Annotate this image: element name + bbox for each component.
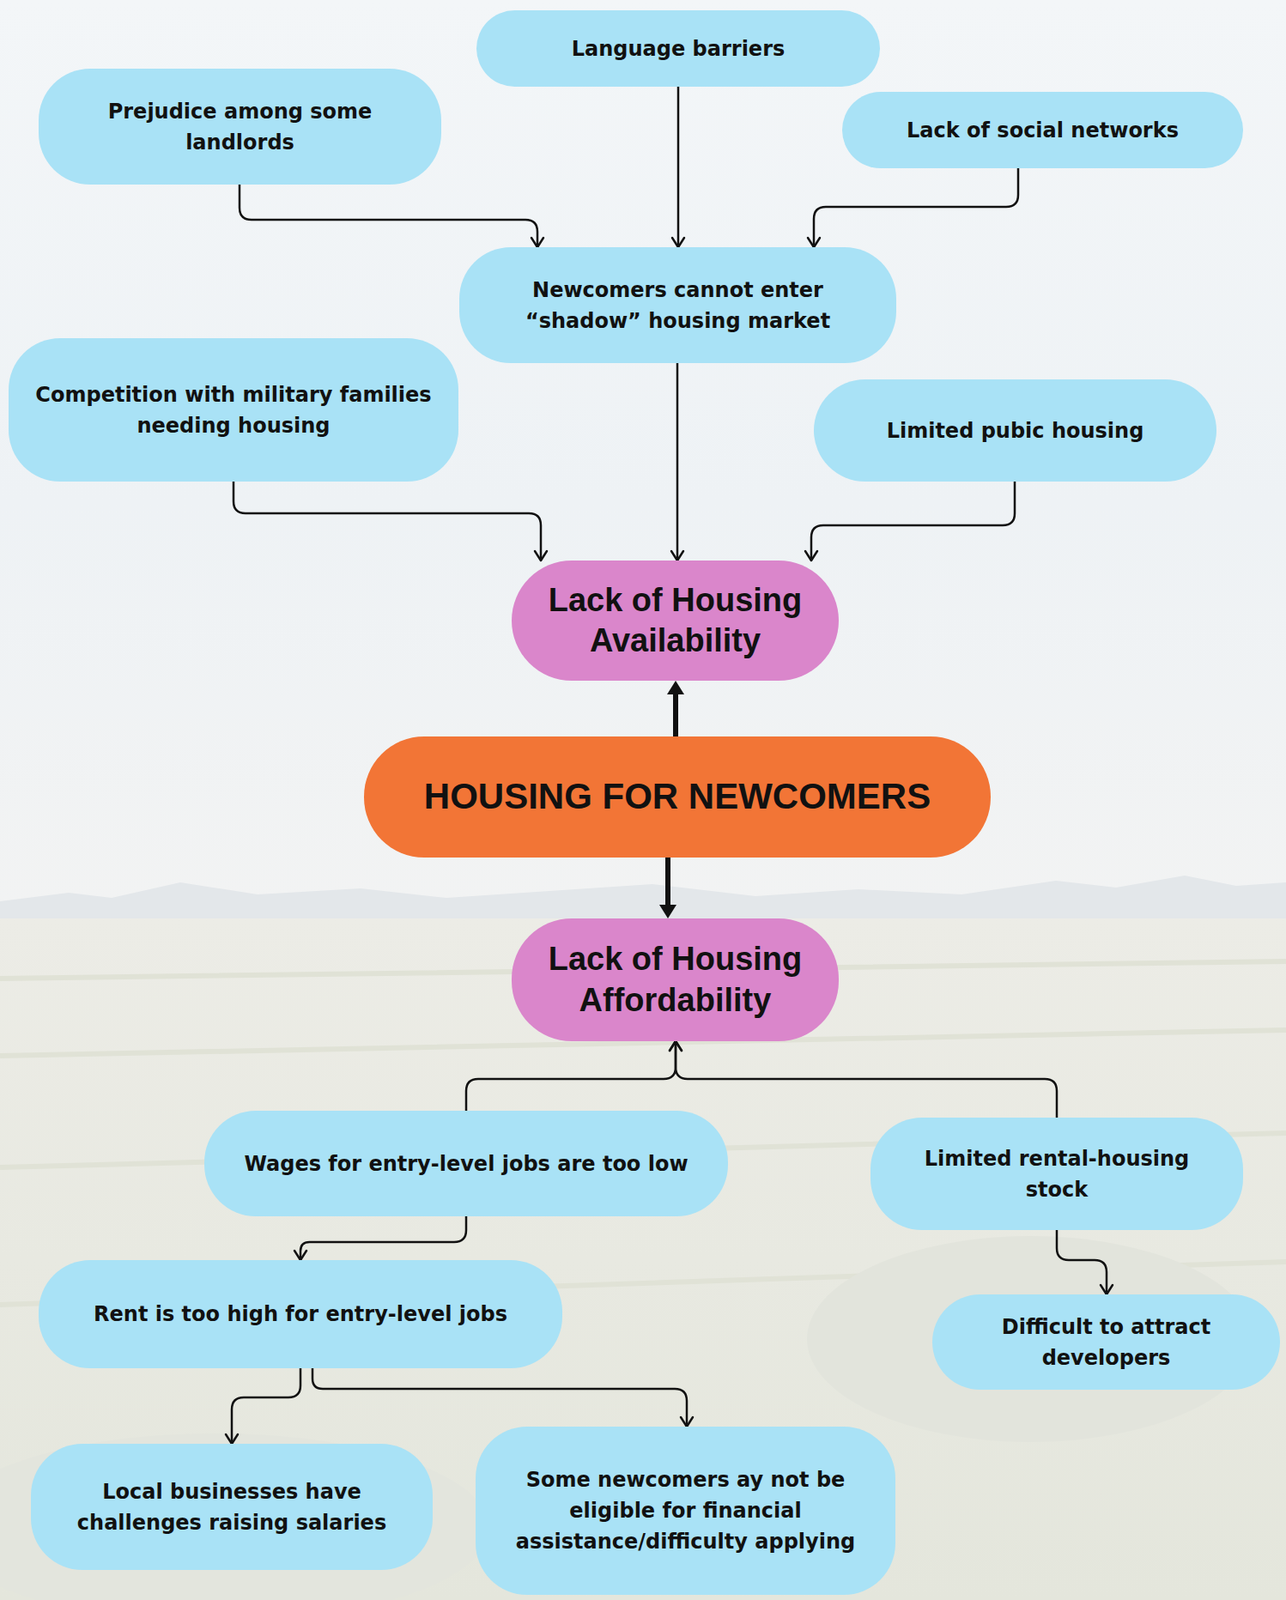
node-text-group: Rent is too high for entry-level jobs <box>93 1298 508 1330</box>
connector-line <box>677 86 680 248</box>
node-label: Prejudice among some landlords <box>60 96 419 158</box>
category-box: Lack of Housing Affordability <box>511 918 839 1042</box>
node-text-group: Some newcomers ay not be eligible for fi… <box>497 1464 874 1558</box>
cause-box: Rent is too high for entry-level jobs <box>38 1260 563 1369</box>
connector-line <box>675 1041 1057 1118</box>
node-label: Lack of social networks <box>906 115 1179 146</box>
connector-line <box>811 481 1015 561</box>
arrowhead <box>672 237 685 248</box>
node-label: Limited rental-housing stock <box>892 1143 1221 1206</box>
node-text-group: Limited pubic housing <box>886 415 1145 447</box>
arrowhead <box>667 680 685 695</box>
connector-line <box>466 1041 676 1111</box>
cause-box: Language barriers <box>476 10 880 87</box>
node-label: Newcomers cannot enter “shadow” housing … <box>481 274 874 337</box>
arrowhead <box>807 237 820 248</box>
cause-box: Limited pubic housing <box>813 379 1217 482</box>
connector-arrow <box>672 86 685 248</box>
node-label: Wages for entry-level jobs are too low <box>243 1148 688 1180</box>
arrowhead <box>294 1250 307 1261</box>
arrowhead <box>680 1417 693 1427</box>
node-text-group: Lack of social networks <box>906 115 1179 146</box>
connector-arrow <box>667 680 685 737</box>
cause-box: Local businesses have challenges raising… <box>30 1443 433 1571</box>
node-text-group: Lack of Housing Availability <box>530 580 820 662</box>
cause-box: Difficult to attract developers <box>932 1294 1280 1390</box>
connector-line <box>813 168 1019 248</box>
connector-arrow <box>239 184 544 248</box>
connector-arrow <box>294 1216 467 1261</box>
node-text-group: Newcomers cannot enter “shadow” housing … <box>481 274 874 337</box>
connector-arrow <box>807 168 1019 248</box>
cause-box: Lack of social networks <box>842 91 1244 169</box>
node-label: Some newcomers ay not be eligible for fi… <box>497 1464 874 1558</box>
node-text-group: Wages for entry-level jobs are too low <box>243 1148 688 1180</box>
node-text-group: Difficult to attract developers <box>954 1311 1258 1374</box>
connector-arrow <box>312 1368 693 1427</box>
node-text-group: Limited rental-housing stock <box>892 1143 1221 1206</box>
cause-box: Newcomers cannot enter “shadow” housing … <box>459 247 897 364</box>
connector-line <box>673 692 679 737</box>
connector-line <box>300 1216 467 1261</box>
connector-arrow <box>671 363 684 561</box>
node-label: Competition with military families needi… <box>30 379 437 442</box>
connector-arrow <box>233 481 547 561</box>
node-text-group: Language barriers <box>571 33 786 65</box>
arrowhead <box>534 551 547 561</box>
node-label: HOUSING FOR NEWCOMERS <box>424 775 931 819</box>
node-text-group: HOUSING FOR NEWCOMERS <box>424 775 931 819</box>
node-text-group: Local businesses have challenges raising… <box>53 1476 411 1539</box>
connector-arrow <box>659 857 677 919</box>
arrowhead <box>805 551 818 561</box>
cause-box: Wages for entry-level jobs are too low <box>204 1110 728 1217</box>
trees <box>0 1433 490 1600</box>
arrowhead <box>671 551 684 561</box>
cause-box: Limited rental-housing stock <box>870 1117 1244 1231</box>
node-label: Rent is too high for entry-level jobs <box>93 1298 508 1330</box>
connector-arrow <box>1056 1230 1113 1295</box>
mountains <box>0 875 1286 923</box>
node-label: Local businesses have challenges raising… <box>53 1476 411 1539</box>
category-box: Lack of Housing Availability <box>511 560 839 681</box>
sky <box>0 0 1286 910</box>
node-label: Limited pubic housing <box>886 415 1145 447</box>
cause-box: Prejudice among some landlords <box>38 68 442 185</box>
arrowhead <box>669 1041 682 1051</box>
connector-arrow <box>805 481 1015 561</box>
arrowhead <box>1100 1285 1113 1295</box>
central-topic-box: HOUSING FOR NEWCOMERS <box>363 736 991 858</box>
arrowhead <box>659 904 677 919</box>
arrowhead <box>531 237 544 248</box>
connector-line <box>676 363 680 561</box>
node-label: Lack of Housing Availability <box>530 580 820 662</box>
node-label: Lack of Housing Affordability <box>530 939 820 1021</box>
connector-line <box>233 481 541 561</box>
node-label: Language barriers <box>571 33 786 65</box>
cause-box: Some newcomers ay not be eligible for fi… <box>475 1426 896 1596</box>
arrowhead <box>225 1434 238 1444</box>
connector-arrow <box>466 1041 682 1111</box>
node-text-group: Prejudice among some landlords <box>60 96 419 158</box>
connector-line <box>1056 1230 1107 1295</box>
connector-arrow <box>225 1368 301 1444</box>
node-text-group: Competition with military families needi… <box>30 379 437 442</box>
connector-line <box>312 1368 687 1427</box>
connector-line <box>239 184 538 248</box>
connector-arrow <box>669 1041 1057 1118</box>
connector-line <box>231 1368 301 1444</box>
field <box>0 918 1286 1600</box>
connector-line <box>665 857 671 907</box>
node-text-group: Lack of Housing Affordability <box>530 939 820 1021</box>
node-label: Difficult to attract developers <box>954 1311 1258 1374</box>
cause-box: Competition with military families needi… <box>8 338 459 482</box>
